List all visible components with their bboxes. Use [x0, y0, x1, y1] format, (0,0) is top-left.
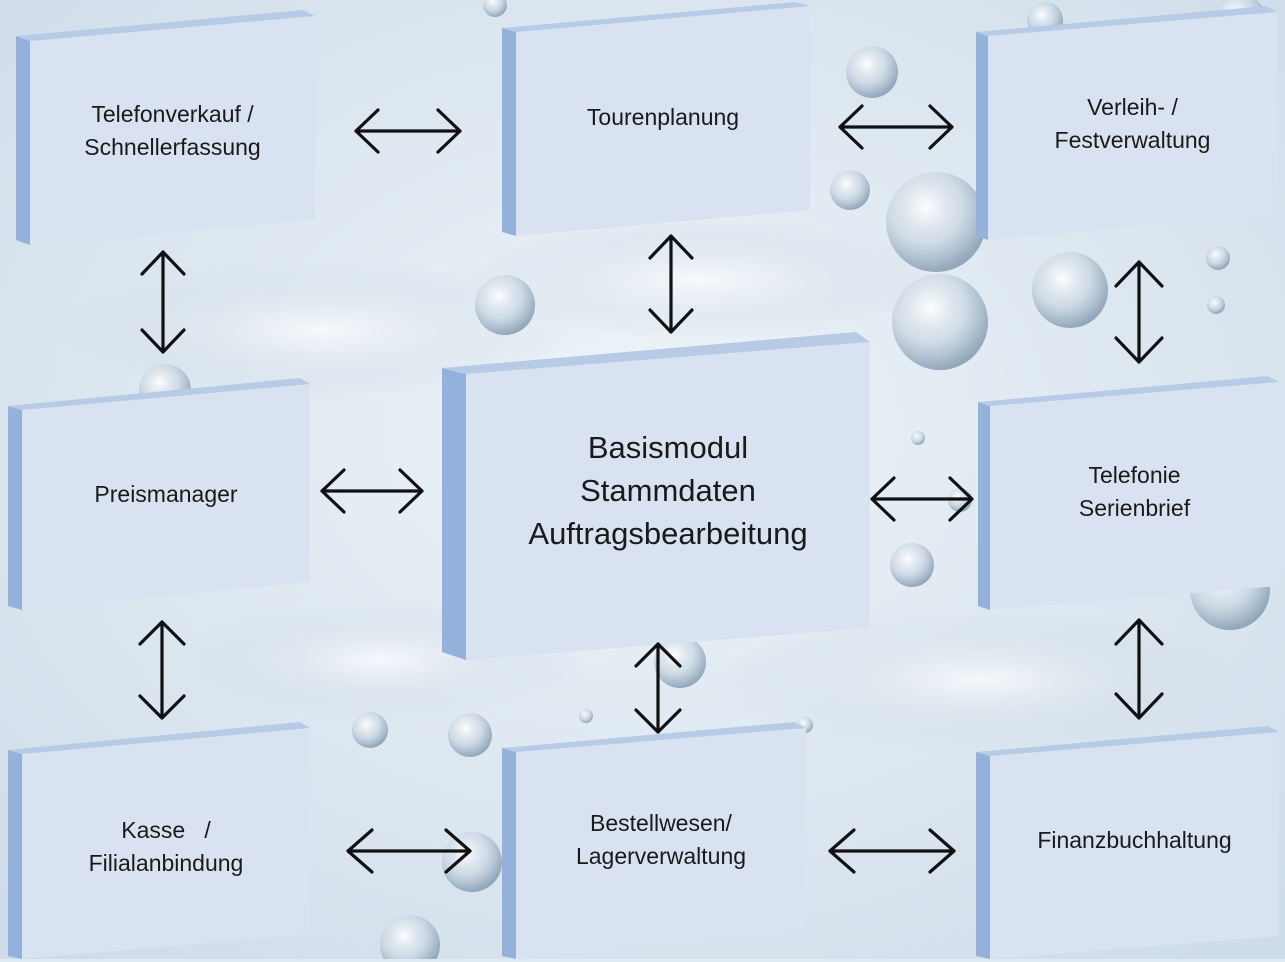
- double-arrow-horizontal-icon: [354, 108, 462, 154]
- double-arrow-vertical-icon: [138, 620, 186, 720]
- double-arrow-vertical-icon: [140, 250, 186, 354]
- module-label-line-2: Stammdaten: [580, 472, 756, 508]
- double-arrow-horizontal-icon: [838, 104, 954, 150]
- module-label-line-3: Auftragsbearbeitung: [528, 515, 808, 551]
- box-shape: [442, 332, 870, 660]
- module-label-line-1: Bestellwesen/: [590, 810, 732, 836]
- module-label-line-1: Verleih- /: [1087, 94, 1178, 120]
- double-arrow-vertical-icon: [1114, 618, 1164, 720]
- module-label-line-2: Festverwaltung: [1054, 127, 1211, 153]
- module-finanzbuchhaltung: Finanzbuchhaltung: [974, 724, 1285, 959]
- module-label: Bestellwesen/ Lagerverwaltung: [516, 720, 806, 960]
- module-label: Telefonie Serienbrief: [990, 374, 1279, 610]
- module-telefonie: Telefonie Serienbrief: [976, 374, 1285, 612]
- module-label-line-1: Tourenplanung: [586, 103, 740, 130]
- module-label-line-1: Telefonie: [1088, 462, 1181, 488]
- module-bestellwesen: Bestellwesen/ Lagerverwaltung: [500, 720, 810, 959]
- module-label-line-1: Kasse /: [121, 817, 211, 843]
- module-label-line-2: Filialanbindung: [88, 850, 244, 876]
- module-label-line-1: Telefonverkauf /: [91, 100, 254, 127]
- module-verleih: Verleih- / Festverwaltung: [974, 4, 1285, 242]
- double-arrow-horizontal-icon: [870, 476, 974, 522]
- double-arrow-horizontal-icon: [320, 468, 424, 514]
- module-label: Finanzbuchhaltung: [990, 724, 1279, 956]
- module-label-line-2: Lagerverwaltung: [575, 843, 747, 869]
- module-label: Telefonverkauf / Schnellerfassung: [30, 18, 315, 243]
- box-shape: [502, 2, 810, 236]
- box-shape: [16, 10, 315, 245]
- module-telefonverkauf: Telefonverkauf / Schnellerfassung: [8, 8, 315, 245]
- double-arrow-horizontal-icon: [828, 828, 956, 874]
- module-basismodul: Basismodul Stammdaten Auftragsbearbeitun…: [440, 330, 872, 660]
- box-shape: [8, 722, 310, 959]
- box-shape: [978, 376, 1279, 610]
- module-label: Tourenplanung: [516, 0, 810, 242]
- module-label: Verleih- / Festverwaltung: [988, 4, 1277, 244]
- module-tourenplanung: Tourenplanung: [500, 2, 810, 238]
- double-arrow-vertical-icon: [648, 234, 694, 334]
- module-label-line-2: Schnellerfassung: [84, 133, 261, 160]
- double-arrow-vertical-icon: [634, 642, 682, 734]
- box-shape: [976, 6, 1277, 240]
- double-arrow-horizontal-icon: [346, 828, 472, 874]
- double-arrow-vertical-icon: [1114, 260, 1164, 364]
- module-label-line-1: Preismanager: [94, 480, 238, 507]
- box-shape: [502, 722, 806, 959]
- module-kasse: Kasse / Filialanbindung: [4, 722, 316, 959]
- module-label: Preismanager: [22, 378, 310, 610]
- module-label-line-1: Finanzbuchhaltung: [1037, 826, 1232, 853]
- module-label: Basismodul Stammdaten Auftragsbearbeitun…: [466, 340, 870, 640]
- box-shape: [8, 378, 310, 610]
- module-label: Kasse / Filialanbindung: [22, 732, 310, 962]
- module-label-line-1: Basismodul: [587, 429, 749, 465]
- module-preismanager: Preismanager: [4, 378, 316, 614]
- module-label-line-2: Serienbrief: [1078, 495, 1191, 521]
- box-shape: [976, 726, 1279, 959]
